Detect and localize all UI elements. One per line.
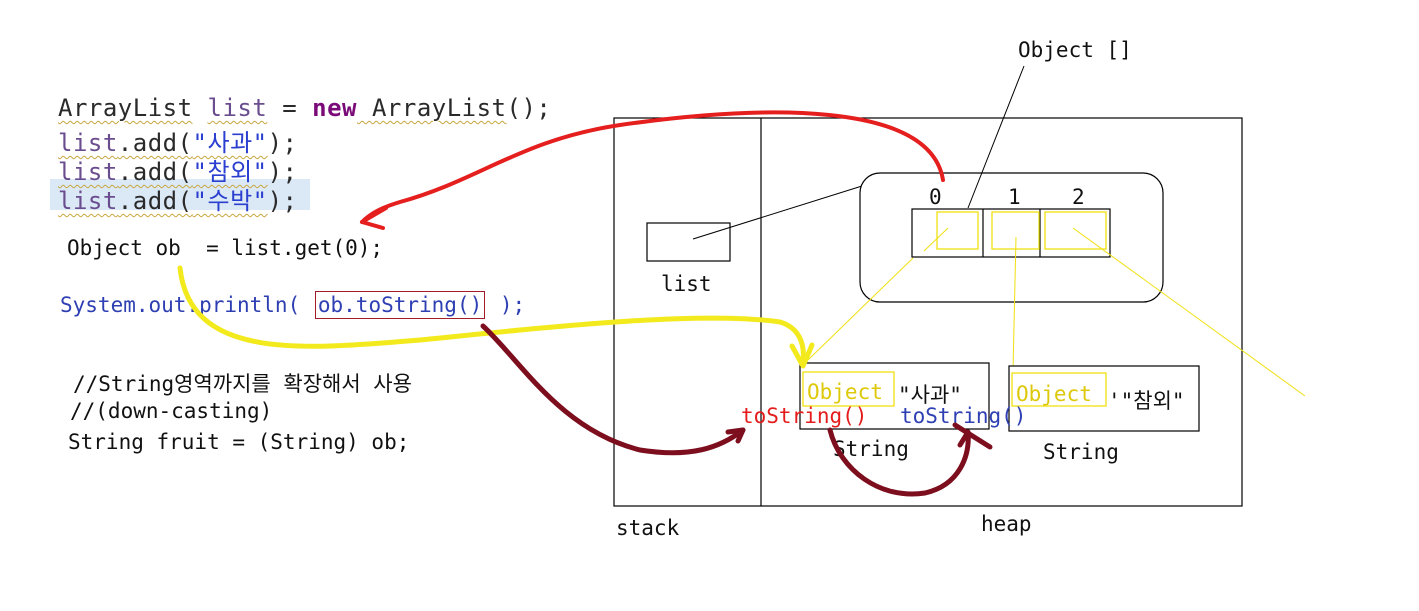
- array-slots: [911, 208, 1111, 258]
- slot-0-reference: [807, 257, 914, 361]
- heap-label: heap: [981, 512, 1032, 536]
- code-call: .add(: [117, 187, 193, 215]
- red-arrowhead: [360, 206, 388, 230]
- code-call: .add(: [117, 129, 193, 157]
- line-highlight: [50, 179, 310, 210]
- code-string: "참외": [192, 158, 268, 186]
- string-type-label-2: String: [1043, 440, 1119, 464]
- stack-variable-box: [646, 222, 731, 262]
- array-slot-2: [1044, 211, 1107, 250]
- memory-frame: [613, 117, 1243, 507]
- object-part-label-1: Object: [807, 380, 883, 404]
- object-part-2: [1011, 372, 1107, 407]
- code-comment-1: //String영역까지를 확장해서 사용: [73, 372, 412, 396]
- array-index-2: 2: [1072, 185, 1085, 209]
- code-type: ArrayList: [58, 94, 193, 122]
- code-line-println: System.out.println( ob.toString() );: [60, 291, 525, 319]
- maroon-arrowhead-override: [952, 422, 993, 450]
- object-array: [859, 172, 1164, 303]
- method-label-tostring-red: toString(): [741, 404, 867, 428]
- code-end: );: [267, 187, 298, 215]
- array-index-1: 1: [1008, 185, 1021, 209]
- maroon-arrow-override: [827, 427, 971, 497]
- string-type-label-1: String: [833, 437, 909, 461]
- stack-variable-label: list: [661, 272, 712, 296]
- slot-pointer: [923, 227, 949, 252]
- println-suffix: );: [487, 293, 526, 317]
- code-var: list: [207, 94, 268, 122]
- code-call: .add(: [117, 158, 193, 186]
- array-label-pointer: [967, 65, 1025, 209]
- code-line-add-3: list.add("수박");: [58, 181, 298, 216]
- code-var: list: [58, 129, 118, 157]
- code-ctor: ArrayList: [357, 94, 507, 122]
- object-part-label-2: Object: [1016, 382, 1092, 406]
- slot-2-reference: [1072, 227, 1306, 397]
- code-string: "사과": [192, 129, 268, 157]
- object-part-1: [802, 371, 895, 407]
- code-end: );: [267, 129, 298, 157]
- method-label-tostring-blue: toString(): [900, 404, 1026, 428]
- reference-line: [692, 185, 863, 240]
- code-line-cast: String fruit = (String) ob;: [68, 430, 410, 454]
- code-comment-2: //(down-casting): [70, 399, 273, 423]
- code-line-add-1: list.add("사과");: [58, 123, 298, 158]
- code-var: list: [58, 187, 118, 215]
- red-arrow-get: [360, 110, 945, 224]
- stack-label: stack: [616, 516, 680, 540]
- tostring-call-box: ob.toString(): [314, 291, 486, 319]
- string-value-2: '"참외": [1108, 389, 1185, 413]
- array-slot-0: [936, 211, 979, 250]
- yellow-arrowhead: [789, 342, 815, 369]
- code-line-arraylist: ArrayList list = new ArrayList();: [58, 94, 551, 122]
- code-string: "수박": [192, 187, 268, 215]
- code-keyword-new: new: [312, 94, 358, 122]
- code-var: list: [58, 158, 118, 186]
- yellow-arrow-reference: [177, 265, 806, 365]
- slot-1-reference: [1012, 236, 1017, 371]
- code-end: );: [267, 158, 298, 186]
- code-line-add-2: list.add("참외");: [58, 152, 298, 187]
- code-line-get: Object ob = list.get(0);: [67, 236, 384, 260]
- maroon-arrowhead: [725, 427, 746, 444]
- println-prefix: System.out.println(: [60, 293, 301, 317]
- array-type-label: Object []: [1018, 38, 1132, 62]
- code-eq: =: [267, 94, 313, 122]
- string-object-2: [1008, 365, 1200, 432]
- string-value-1: "사과": [898, 383, 962, 407]
- array-index-0: 0: [929, 185, 942, 209]
- maroon-arrow-tostring: [480, 323, 746, 456]
- code-end: ();: [506, 94, 552, 122]
